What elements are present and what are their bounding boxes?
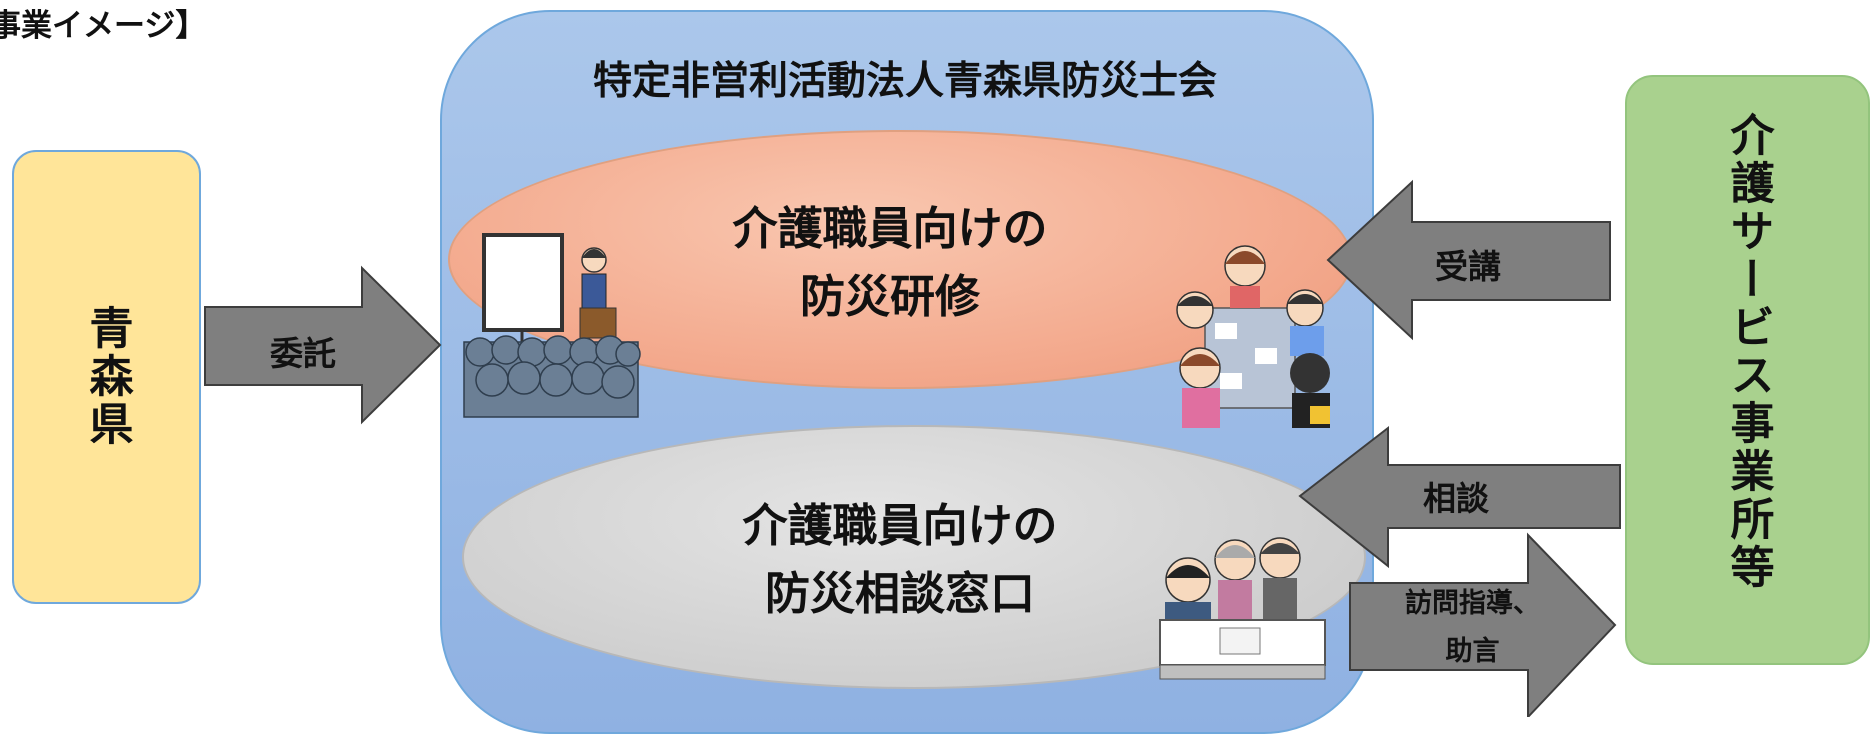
training-line-2: 防災研修 — [799, 270, 980, 323]
consultation-title: 介護職員向けの 防災相談窓口 — [660, 492, 1140, 628]
care-provider-label: 介護サービス事業所等 — [1722, 112, 1774, 592]
attend-label: 受講 — [1435, 247, 1501, 286]
page-title: 事業イメージ】 — [0, 8, 207, 44]
arrows-layer — [204, 179, 1621, 717]
attend-arrow — [1326, 179, 1611, 341]
group-discussion-illustration — [1176, 245, 1330, 428]
lecture-illustration — [463, 233, 641, 418]
visit-guidance-line-1: 訪問指導、 — [1405, 588, 1540, 619]
visit-guidance-label: 訪問指導、 助言 — [1405, 580, 1540, 676]
consultation-line-1: 介護職員向けの — [742, 499, 1058, 552]
prefecture-label: 青森県 — [81, 305, 133, 449]
prefecture-box: 青森県 — [12, 150, 201, 604]
organization-name: 特定非営利活動法人青森県防災士会 — [592, 59, 1217, 104]
consultation-label: 相談 — [1423, 479, 1489, 518]
commission-arrow — [204, 265, 442, 425]
training-line-1: 介護職員向けの — [732, 202, 1048, 255]
consultation-line-2: 防災相談窓口 — [764, 567, 1035, 620]
visit-guidance-line-2: 助言 — [1445, 636, 1500, 667]
consultation-illustration — [1159, 537, 1326, 680]
care-provider-box: 介護サービス事業所等 — [1625, 75, 1870, 665]
consultation-arrow — [1298, 425, 1621, 569]
visit-guidance-arrow — [1349, 532, 1617, 717]
training-title: 介護職員向けの 防災研修 — [650, 195, 1130, 331]
commission-label: 委託 — [270, 334, 336, 373]
